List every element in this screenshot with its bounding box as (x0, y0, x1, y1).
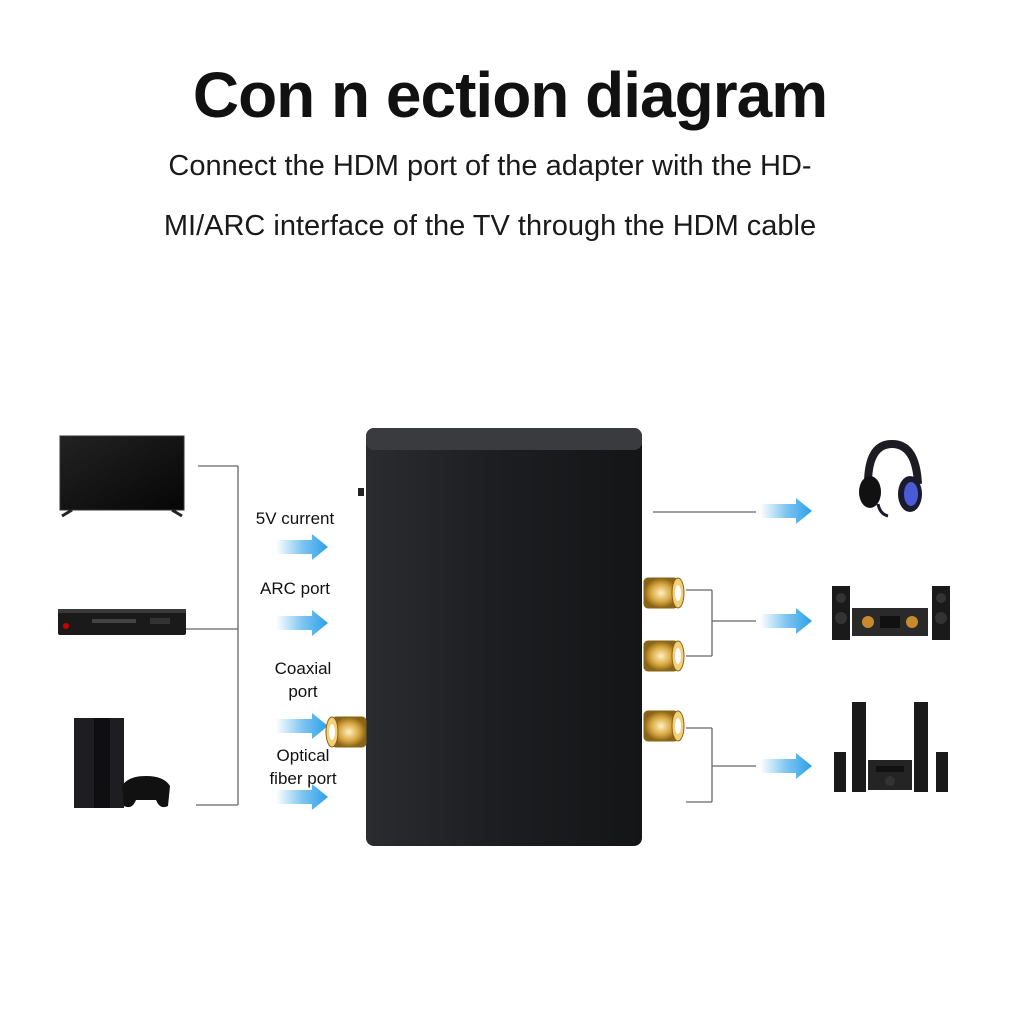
tv-icon (59, 435, 185, 518)
coaxial-arrow-icon (276, 713, 328, 739)
rca-connector-icon (643, 710, 685, 742)
label-coaxial-line-2: port (288, 682, 318, 701)
game-console-icon (74, 718, 170, 808)
sound-system-arrow-icon (760, 608, 812, 634)
label-optical-line-2: fiber port (269, 769, 337, 788)
headphones-arrow-icon (760, 498, 812, 524)
label-arc-port: ARC port (260, 579, 330, 598)
coaxial-connector-icon (325, 716, 367, 748)
subtitle-line-1: Connect the HDM port of the adapter with… (168, 150, 812, 182)
subtitle-line-2: MI/ARC interface of the TV through the H… (163, 210, 817, 242)
output-connector-lines (653, 511, 756, 803)
page-title: Con n ection diagram (192, 59, 828, 131)
label-optical-line-1: Optical (276, 746, 330, 765)
label-5v-current: 5V current (255, 509, 335, 528)
rca-connector-icon (643, 577, 685, 609)
headphones-icon (859, 439, 922, 518)
adapter-device (358, 428, 642, 846)
current-arrow-icon (276, 534, 328, 560)
home-theater-icon (834, 702, 948, 792)
home-theater-arrow-icon (760, 753, 812, 779)
arc-arrow-icon (276, 610, 328, 636)
rca-connector-icon (643, 640, 685, 672)
input-connector-lines (172, 465, 239, 806)
dvd-player-icon (58, 609, 186, 635)
label-coaxial-line-1: Coaxial (274, 659, 332, 678)
sound-system-icon (832, 586, 950, 640)
